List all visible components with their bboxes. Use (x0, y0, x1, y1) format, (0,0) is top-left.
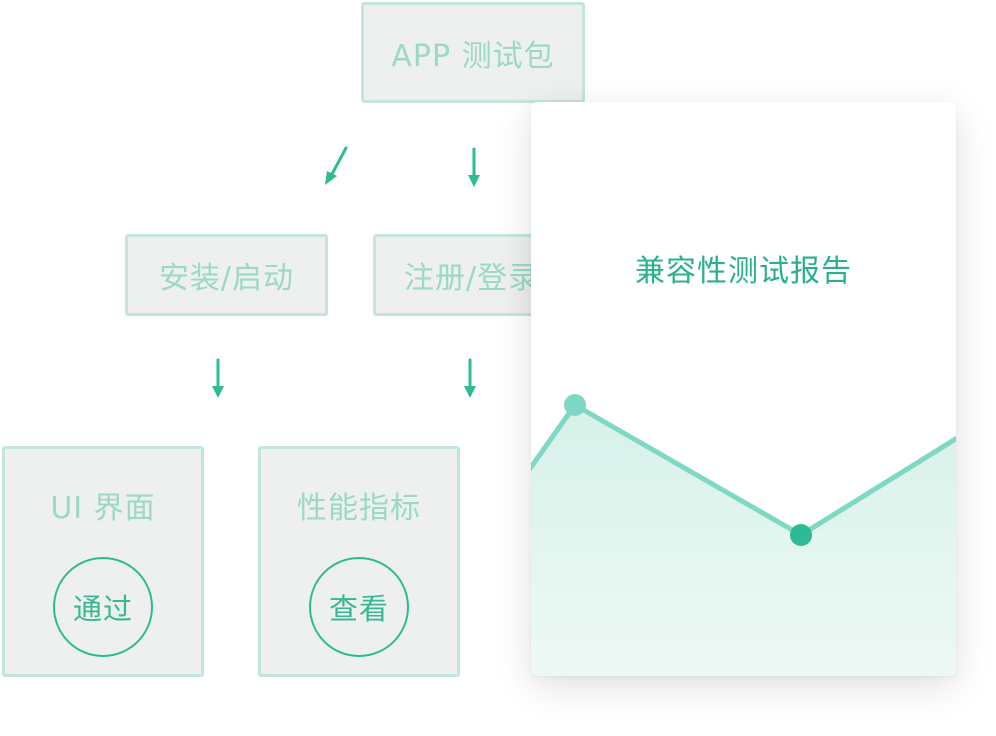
pass-badge-label: 通过 (72, 592, 133, 626)
performance-box: 性能指标 查看 (258, 446, 460, 677)
report-card[interactable]: 兼容性测试报告 (531, 102, 956, 676)
chart-area (531, 405, 956, 676)
arrow-down-icon (212, 358, 224, 398)
chart-line (531, 402, 956, 538)
ui-interface-label: UI 界面 (50, 491, 156, 526)
performance-label: 性能指标 (297, 491, 421, 526)
report-area-chart (531, 394, 956, 676)
install-launch-box: 安装/启动 (125, 234, 328, 316)
arrow-down-left-icon (325, 146, 348, 185)
chart-point-marker (564, 394, 586, 416)
chart-point-marker (790, 524, 812, 546)
pass-badge[interactable]: 通过 (53, 557, 153, 657)
app-package-box: APP 测试包 (361, 2, 585, 103)
view-button[interactable]: 查看 (309, 557, 409, 657)
arrow-down-icon (464, 358, 476, 398)
install-launch-label: 安装/启动 (158, 261, 295, 296)
view-button-label: 查看 (328, 592, 389, 626)
report-title: 兼容性测试报告 (635, 254, 852, 289)
ui-interface-box: UI 界面 通过 (2, 446, 204, 677)
register-login-label: 注册/登录 (404, 261, 540, 296)
arrow-down-icon (468, 147, 480, 187)
app-package-label: APP 测试包 (391, 38, 555, 74)
